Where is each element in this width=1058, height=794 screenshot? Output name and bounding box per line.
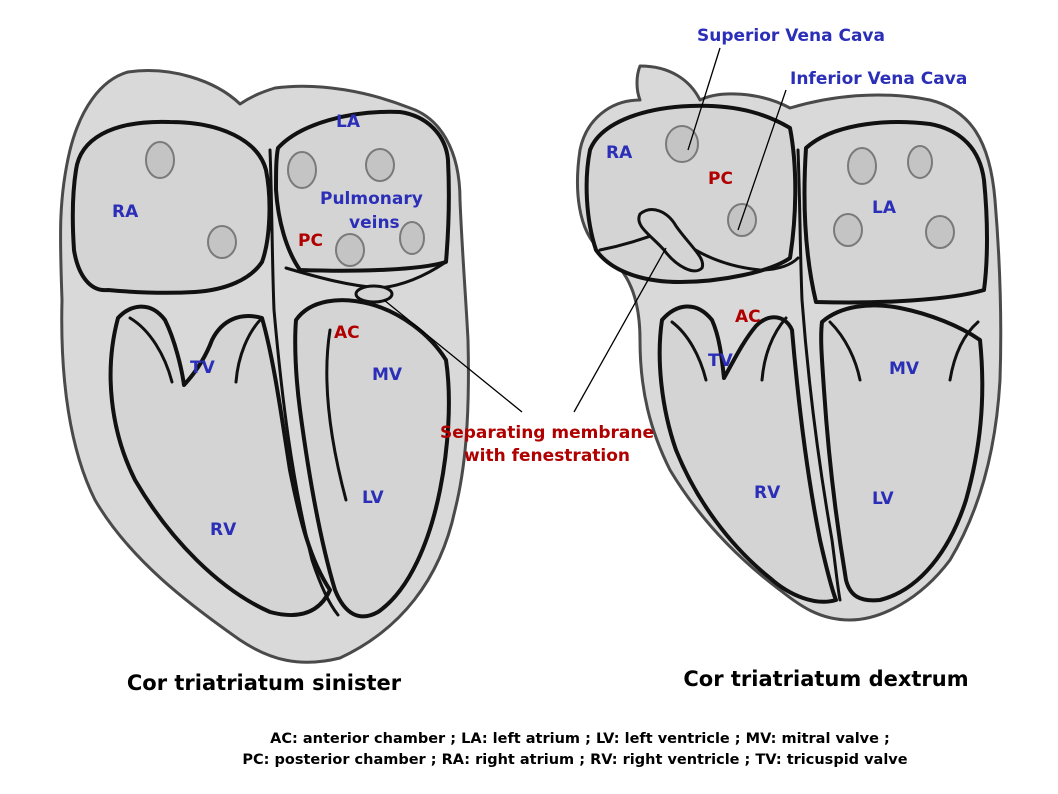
- right-heart-pulmonary-vein-4: [925, 215, 955, 249]
- right-heart-pulmonary-vein-1: [847, 147, 877, 185]
- legend-line-2: PC: posterior chamber ; RA: right atrium…: [242, 752, 907, 768]
- right-ac-label: AC: [735, 307, 761, 327]
- separating-membrane-label-line2: with fenestration: [464, 446, 630, 466]
- left-lv-label: LV: [362, 488, 384, 508]
- left-heart-septum: [268, 148, 340, 617]
- left-rv-label: RV: [210, 520, 237, 540]
- left-heart-pulmonary-vein-4: [399, 221, 425, 255]
- left-heart-left-ventricle: [293, 298, 451, 619]
- right-heart-illustration: [575, 64, 1003, 622]
- separating-membrane-label-line1: Separating membrane: [440, 423, 654, 443]
- left-heart-tricuspid-leaflet-right: [234, 316, 264, 384]
- right-heart-left-ventricle: [819, 303, 985, 603]
- left-heart-ra-opening-1: [145, 141, 175, 179]
- right-heart-tricuspid-leaflet-left: [670, 320, 708, 382]
- right-caption: Cor triatriatum dextrum: [683, 667, 968, 691]
- left-heart-tricuspid-leaflet-left: [128, 316, 174, 384]
- right-heart-membrane-fold: [637, 208, 705, 273]
- leader-inferior-vena-cava: [737, 89, 787, 231]
- leader-membrane-left: [383, 299, 523, 413]
- right-heart-mitral-leaflet-left: [828, 320, 862, 382]
- right-mv-label: MV: [889, 359, 920, 379]
- right-heart-separating-membrane: [598, 228, 800, 272]
- right-lv-label: LV: [872, 489, 894, 509]
- left-heart-illustration: [58, 69, 470, 664]
- right-pc-label: PC: [708, 169, 733, 189]
- legend-line-1: AC: anterior chamber ; LA: left atrium ;…: [270, 731, 890, 747]
- left-mv-label: MV: [372, 365, 403, 385]
- right-tv-label: TV: [708, 351, 734, 371]
- right-ra-label: RA: [606, 143, 633, 163]
- right-heart-pulmonary-vein-2: [907, 145, 933, 179]
- left-heart-pulmonary-vein-3: [335, 233, 365, 267]
- right-heart-tricuspid-leaflet-right: [760, 316, 788, 382]
- inferior-vena-cava-label: Inferior Vena Cava: [790, 69, 967, 89]
- right-heart-right-ventricle: [657, 304, 838, 604]
- left-pulmonary-veins-label-line1: Pulmonary: [320, 189, 423, 209]
- left-pulmonary-veins-label-line2: veins: [349, 213, 400, 233]
- leader-membrane-right: [573, 247, 667, 413]
- superior-vena-cava-label: Superior Vena Cava: [697, 26, 885, 46]
- left-ac-label: AC: [334, 323, 360, 343]
- right-la-label: LA: [872, 198, 897, 218]
- right-heart-mitral-leaflet-right: [948, 320, 980, 382]
- left-heart-mitral-leaflet: [325, 328, 348, 502]
- left-pc-label: PC: [298, 231, 323, 251]
- right-heart-septum: [796, 148, 842, 602]
- leader-superior-vena-cava: [687, 47, 721, 151]
- right-heart-svc-opening: [665, 125, 699, 163]
- right-rv-label: RV: [754, 483, 781, 503]
- left-la-label: LA: [336, 112, 361, 132]
- leader-lines: [383, 47, 787, 413]
- right-heart-pulmonary-vein-3: [833, 213, 863, 247]
- left-heart-right-ventricle: [108, 304, 332, 617]
- left-tv-label: TV: [190, 358, 216, 378]
- left-heart-pulmonary-vein-2: [365, 148, 395, 182]
- right-heart-right-atrium: [584, 103, 798, 284]
- left-caption: Cor triatriatum sinister: [127, 671, 402, 695]
- left-ra-label: RA: [112, 202, 139, 222]
- left-heart-pulmonary-vein-1: [287, 151, 317, 189]
- left-heart-ra-opening-2: [207, 225, 237, 259]
- left-heart-fenestration: [354, 284, 394, 304]
